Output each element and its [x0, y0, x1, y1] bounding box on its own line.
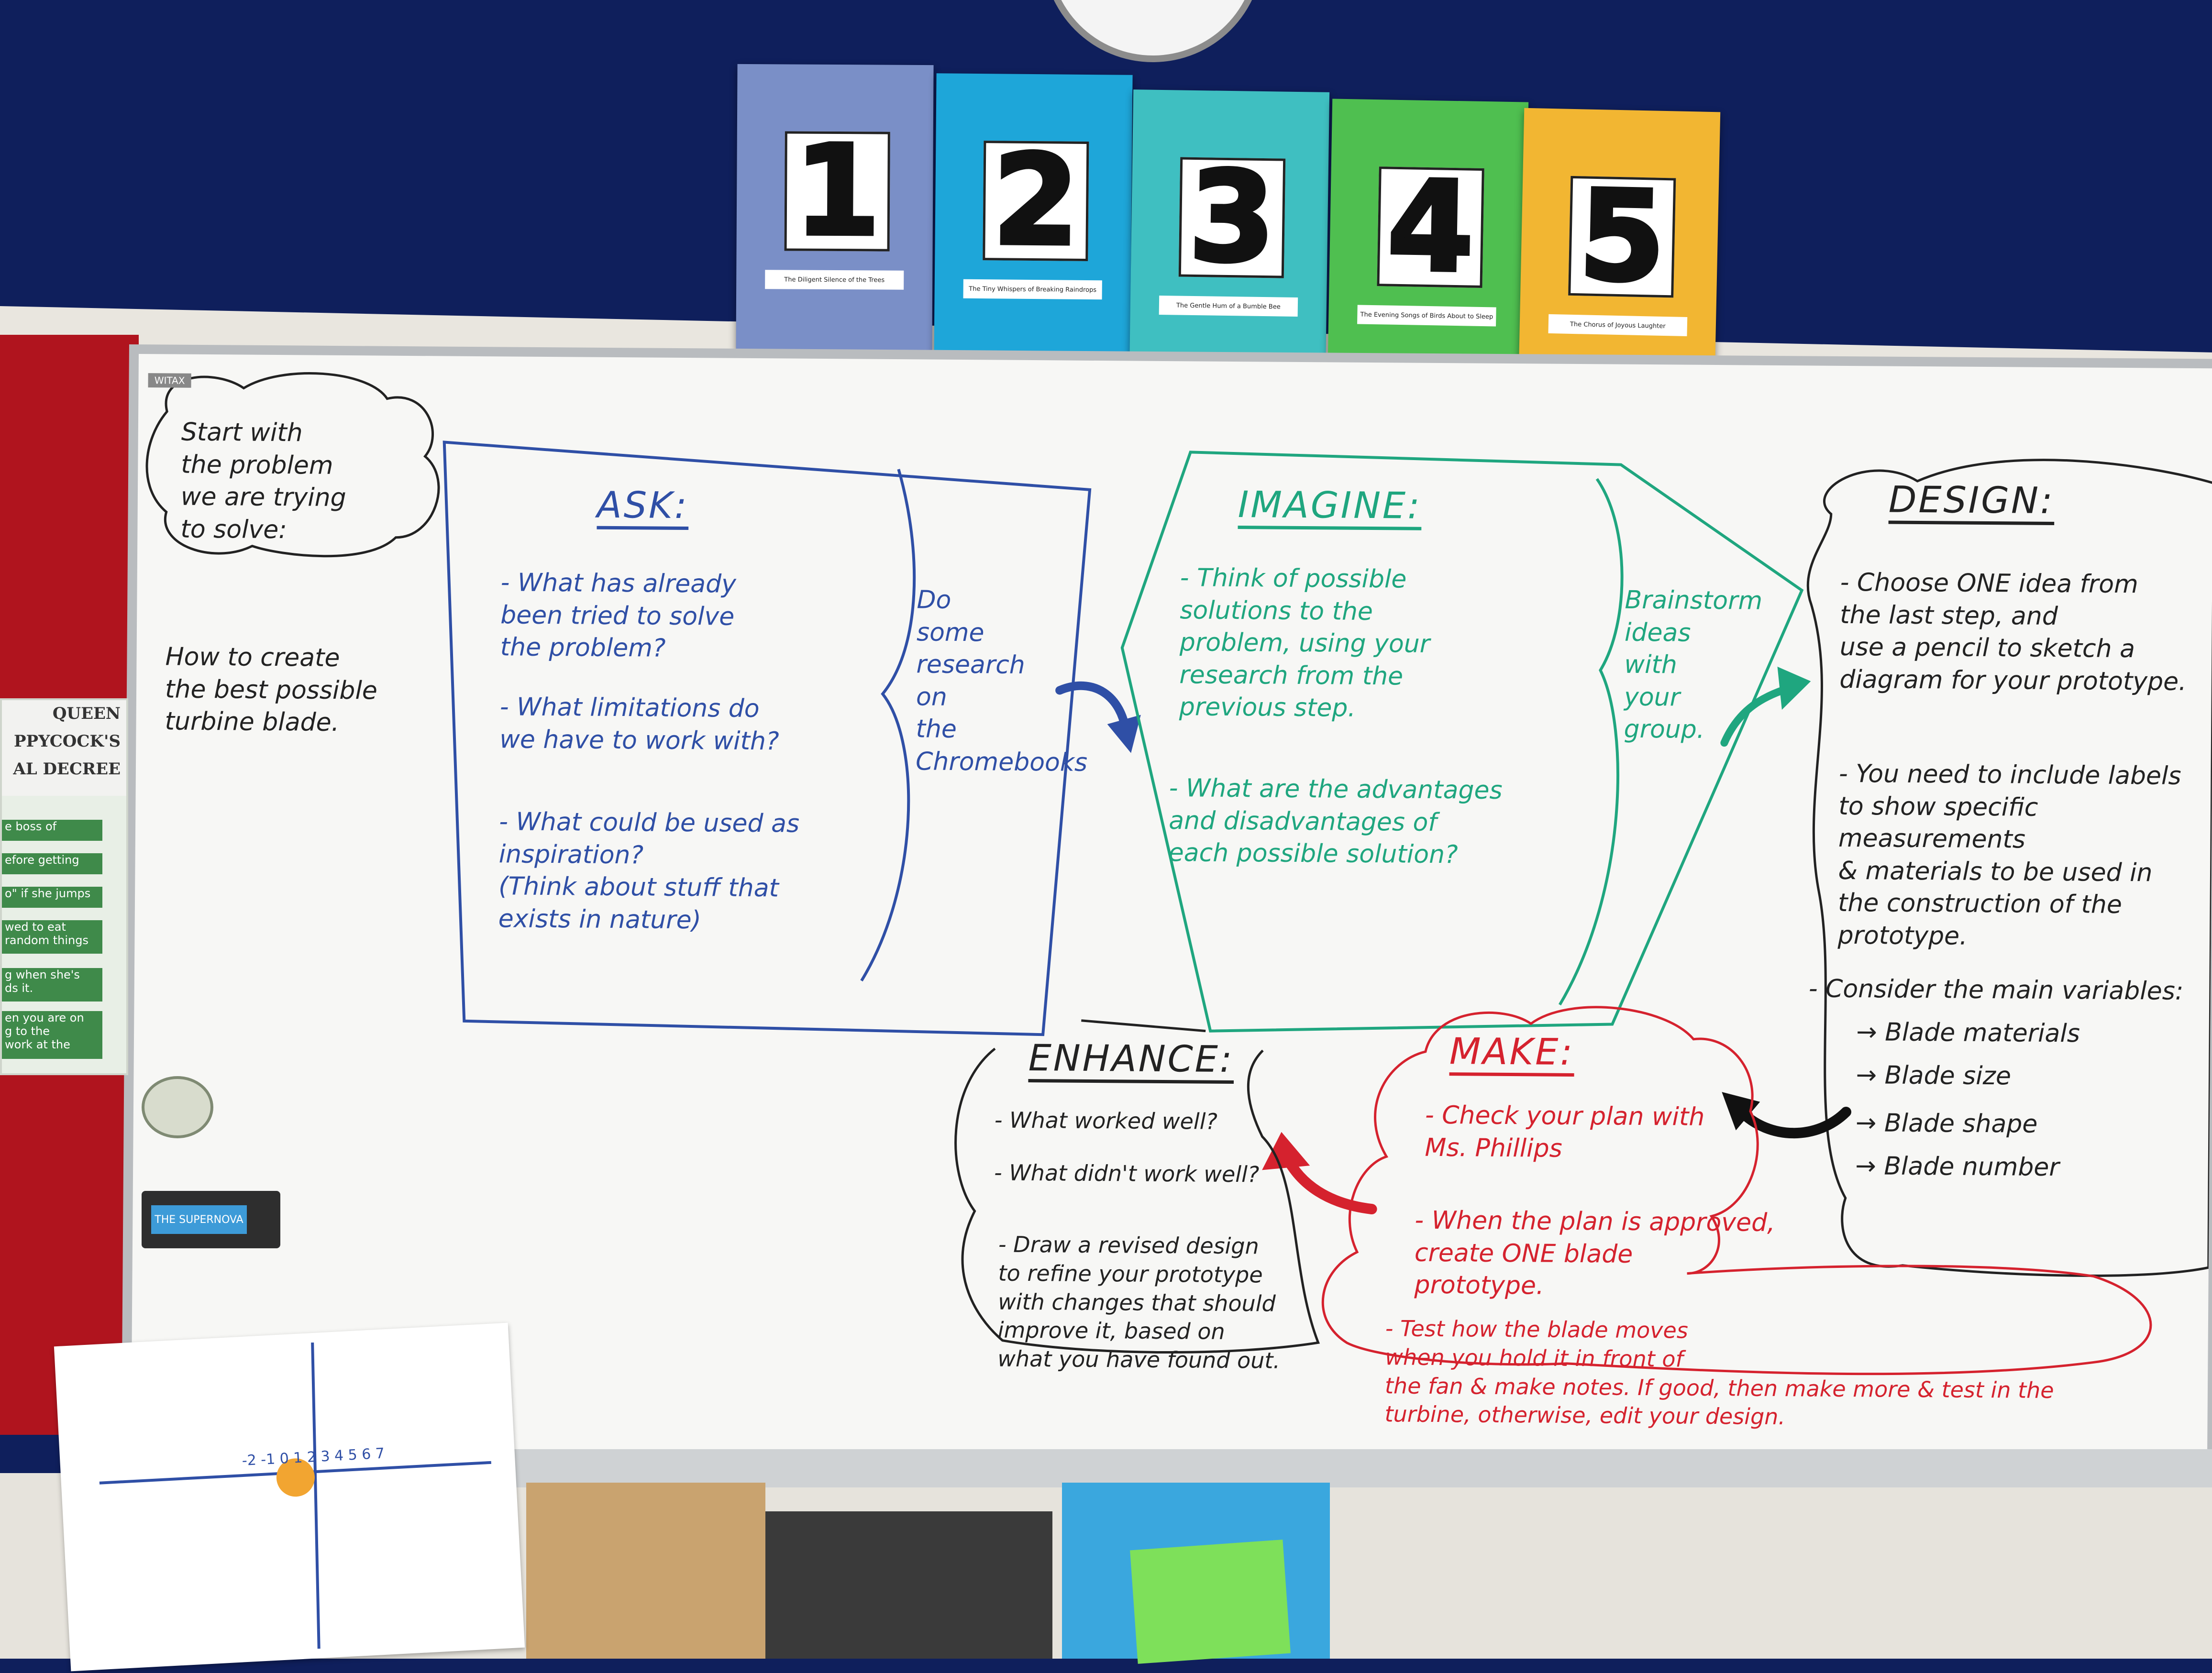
card-number: 1: [792, 117, 883, 266]
card-caption: The Chorus of Joyous Laughter: [1548, 314, 1688, 336]
imagine-side-note: Brainstorm ideas with your group.: [1624, 585, 1763, 745]
design-title: DESIGN:: [1888, 478, 2055, 522]
enhance-box-outline: [954, 1047, 1320, 1354]
scratch-grid-paper: -2 -1 0 1 2 3 4 5 6 7: [54, 1322, 525, 1672]
card-caption: The Tiny Whispers of Breaking Raindrops: [963, 279, 1102, 300]
make-title: MAKE:: [1449, 1030, 1575, 1073]
number-card-4: 4 The Evening Songs of Birds About to Sl…: [1327, 99, 1529, 389]
imagine-question-2: - What are the advantages and disadvanta…: [1168, 774, 1503, 870]
number-card-box: 3: [1178, 143, 1286, 292]
imagine-title: IMAGINE:: [1238, 483, 1422, 527]
make-cloud-outline: [1321, 1006, 2152, 1376]
wall-clock: [1043, 0, 1263, 62]
design-variable-4: → Blade number: [1855, 1152, 2059, 1182]
ask-question-1: - What has already been tried to solve t…: [500, 568, 737, 663]
card-number: 4: [1384, 153, 1477, 302]
design-variable-1: → Blade materials: [1856, 1018, 2080, 1048]
marker-tray: [498, 1449, 2212, 1487]
make-step-1: - Check your plan with Ms. Phillips: [1425, 1101, 1705, 1163]
number-card-box: 2: [983, 126, 1089, 275]
start-cloud-outline: [145, 372, 440, 558]
ask-bracket: [860, 469, 916, 982]
enhance-top-line: [1081, 1019, 1206, 1033]
board-brand-label: WITAX: [148, 373, 191, 388]
board-drawings: [145, 372, 2212, 1376]
card-number: 5: [1575, 162, 1669, 312]
enhance-question-3: - Draw a revised design to refine your p…: [997, 1231, 1281, 1374]
poster-line: o" if she jumps: [2, 887, 102, 908]
number-card-3: 3 The Gentle Hum of a Bumble Bee: [1129, 89, 1330, 379]
number-card-box: 1: [784, 117, 890, 266]
whiteboard: WITAX Start with the problem we are tryi…: [131, 354, 2212, 1483]
imagine-to-design-arrowhead: [1777, 666, 1811, 710]
number-card-1: 1 The Diligent Silence of the Trees: [736, 64, 934, 352]
design-to-make-arrow: [1736, 1106, 1852, 1139]
number-card-box: 4: [1377, 153, 1484, 302]
problem-statement: How to create the best possible turbine …: [165, 642, 378, 737]
start-prompt: Start with the problem we are trying to …: [180, 418, 346, 544]
poster-line: en you are on g to the work at the: [2, 1011, 102, 1059]
ask-to-imagine-arrowhead: [1107, 715, 1141, 753]
card-caption: The Evening Songs of Birds About to Slee…: [1357, 305, 1496, 327]
make-step-2: - When the plan is approved, create ONE …: [1414, 1206, 1775, 1300]
design-step-1: - Choose ONE idea from the last step, an…: [1839, 568, 2187, 696]
card-caption: The Gentle Hum of a Bumble Bee: [1159, 295, 1298, 317]
make-to-enhance-arrowhead: [1262, 1132, 1310, 1170]
ask-side-note: Do some research on the Chromebooks: [915, 585, 1088, 777]
poster-line: wed to eat random things: [2, 920, 102, 954]
imagine-bracket: [1558, 478, 1624, 1006]
design-to-make-arrowhead: [1722, 1092, 1760, 1131]
design-box-outline: [1806, 459, 2212, 1277]
poster-line: g when she's ds it.: [2, 968, 102, 1002]
whiteboard-eraser: THE SUPERNOVA: [142, 1191, 280, 1248]
card-caption: The Diligent Silence of the Trees: [765, 270, 904, 290]
number-card-2: 2 The Tiny Whispers of Breaking Raindrop…: [934, 73, 1133, 362]
box-brown: [526, 1483, 765, 1659]
design-step-3: - Consider the main variables:: [1808, 974, 2184, 1006]
poster-header: QUEEN PPYCOCK'S AL DECREE: [2, 700, 126, 796]
enhance-question-1: - What worked well?: [994, 1107, 1218, 1134]
kitchen-timer: [142, 1076, 213, 1138]
design-step-2: - You need to include labels to show spe…: [1837, 759, 2181, 951]
enhance-question-2: - What didn't work well?: [994, 1159, 1260, 1188]
make-step-3: - Test how the blade moves when you hold…: [1384, 1315, 2054, 1430]
green-paper: [1130, 1540, 1291, 1664]
queen-decree-poster: QUEEN PPYCOCK'S AL DECREE e boss of efor…: [0, 698, 128, 1075]
number-card-box: 5: [1568, 162, 1676, 312]
ask-question-2: - What limitations do we have to work wi…: [499, 693, 779, 756]
eraser-label: THE SUPERNOVA: [151, 1205, 247, 1234]
design-variable-2: → Blade size: [1856, 1061, 2012, 1091]
grid-axes: [99, 1342, 491, 1649]
poster-line: e boss of: [2, 820, 102, 841]
ask-box-outline: [442, 440, 1092, 1036]
card-number: 2: [990, 126, 1082, 275]
ask-question-3: - What could be used as inspiration? (Th…: [498, 807, 800, 935]
enhance-title: ENHANCE:: [1028, 1036, 1234, 1081]
ask-title: ASK:: [597, 483, 689, 527]
design-variable-3: → Blade shape: [1855, 1109, 2038, 1139]
poster-line: efore getting: [2, 853, 102, 874]
imagine-box-outline: [1120, 451, 1804, 1033]
card-number: 3: [1186, 143, 1278, 292]
file-holders: [765, 1511, 1052, 1659]
imagine-question-1: - Think of possible solutions to the pro…: [1179, 563, 1430, 723]
